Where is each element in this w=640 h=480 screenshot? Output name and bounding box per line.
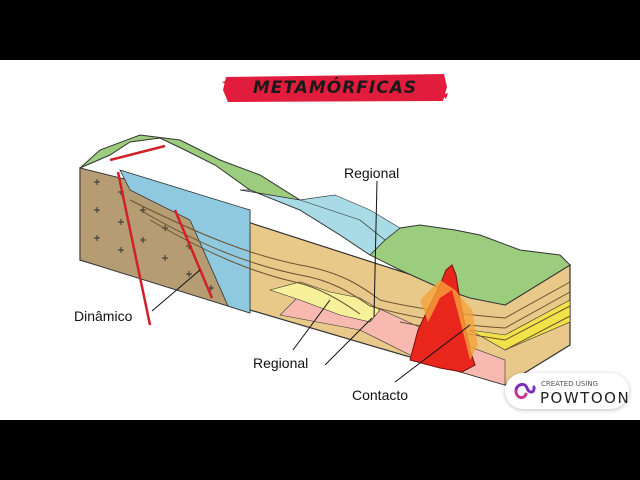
banner-brush-shape (222, 74, 448, 102)
label-dinamico: Dinâmico (74, 308, 133, 324)
leader-lines (151, 180, 471, 383)
fault-lines (109, 144, 214, 326)
label-contacto: Contacto (352, 387, 409, 403)
title-banner: METAMÓRFICAS (222, 73, 448, 103)
watermark-brand: POWTOON (540, 389, 631, 407)
watermark-small-text: CREATED USING (541, 380, 599, 388)
blue-metamorphic-band (119, 169, 251, 314)
label-regional-bottom: Regional (253, 355, 309, 371)
powtoon-watermark: CREATED USING POWTOON (505, 373, 629, 409)
geology-block-diagram (79, 134, 571, 386)
slide-title: METAMÓRFICAS (252, 78, 418, 98)
slide: METAMÓRFICAS (0, 60, 640, 420)
powtoon-logo-icon (514, 382, 536, 400)
yellow-zone-right (469, 299, 571, 351)
contact-aureole (420, 280, 478, 360)
yellow-dotted-zone (268, 281, 381, 323)
label-regional-top: Regional (344, 165, 400, 181)
